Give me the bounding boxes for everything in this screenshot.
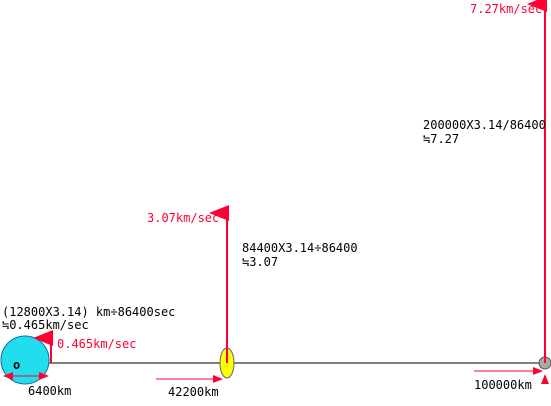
- velocity-label-100000: 7.27km/sec: [470, 2, 543, 16]
- distance-label-42200: 42200km: [168, 385, 219, 399]
- distance-label-6400: 6400km: [28, 384, 72, 398]
- formula-42200-line1: 84400X3.14÷86400: [242, 241, 358, 255]
- formula-earth-line1: (12800X3.14) km÷86400sec: [2, 305, 176, 319]
- formula-earth-line2: ≒0.465km/sec: [2, 318, 89, 332]
- velocity-label-42200: 3.07km/sec: [147, 211, 220, 225]
- earth-circle: [0, 335, 50, 385]
- earth-center-label: o: [13, 358, 21, 372]
- formula-100000-line2: ≒7.27: [423, 132, 460, 146]
- distance-label-100000: 100000km: [474, 378, 532, 392]
- formula-42200-line2: ≒3.07: [242, 255, 279, 269]
- velocity-label-earth: 0.465km/sec: [57, 337, 137, 351]
- formula-100000-line1: 200000X3.14/86400: [423, 118, 546, 132]
